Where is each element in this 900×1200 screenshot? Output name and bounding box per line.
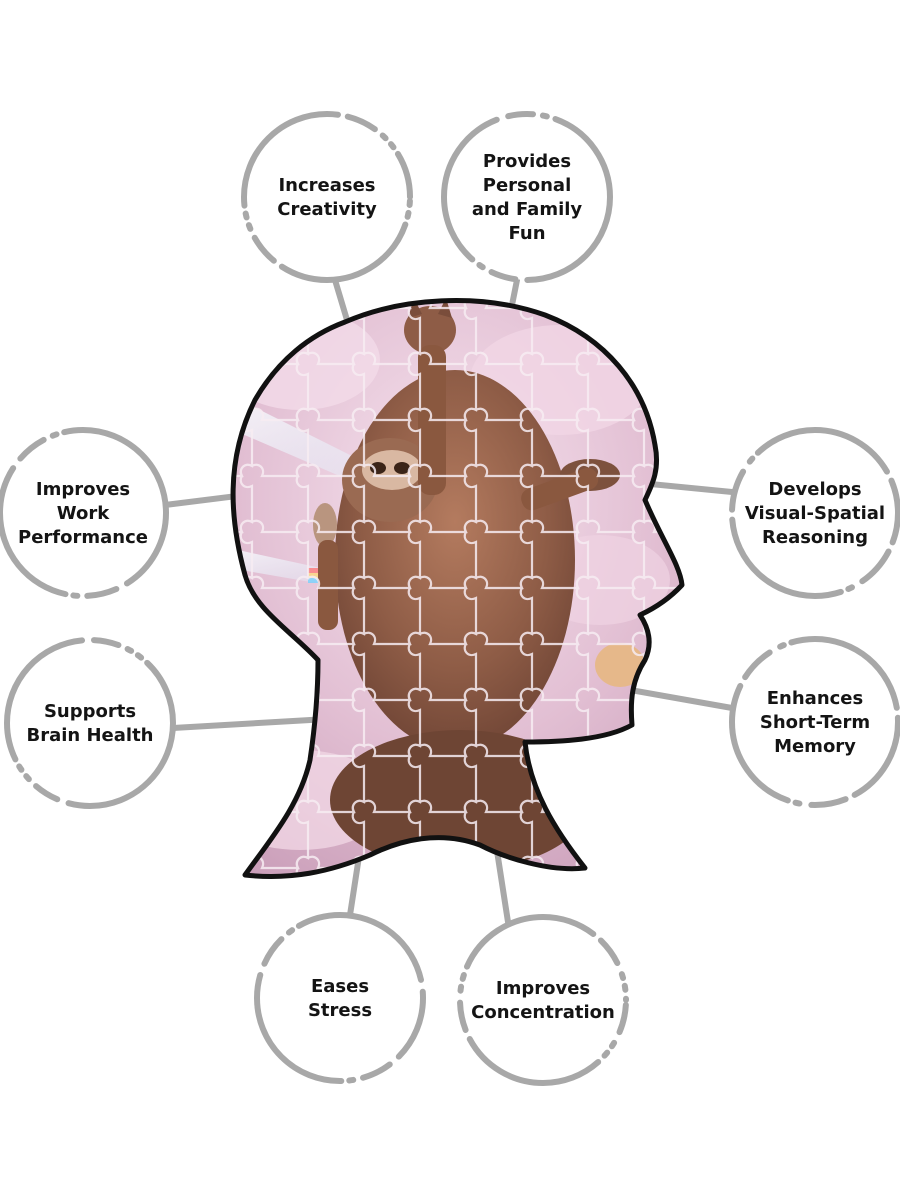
benefit-label-line: and Family <box>472 199 583 220</box>
benefit-label-line: Brain Health <box>26 725 153 746</box>
benefit-label-line: Improves <box>36 479 130 500</box>
benefit-label-line: Increases <box>278 175 375 196</box>
benefit-label-line: Fun <box>508 223 545 244</box>
node-background <box>444 114 610 280</box>
benefit-label-line: Supports <box>44 701 136 722</box>
dashed-ring <box>441 111 613 283</box>
benefit-label-line: Personal <box>483 175 572 196</box>
node-background <box>244 114 410 280</box>
node-background <box>257 915 423 1081</box>
node-background <box>0 430 166 596</box>
benefit-label-line: Eases <box>311 976 369 997</box>
node-background <box>460 917 626 1083</box>
benefit-label-line: Short-Term <box>760 712 870 733</box>
benefit-label-line: Concentration <box>471 1002 615 1023</box>
benefit-label-line: Improves <box>496 978 590 999</box>
benefit-label-line: Provides <box>483 151 571 172</box>
dashed-ring <box>729 636 900 808</box>
benefit-label-line: Performance <box>18 527 148 548</box>
dashed-ring <box>0 427 169 599</box>
dashed-ring <box>729 427 900 599</box>
dashed-ring <box>254 912 426 1084</box>
connector-lines <box>162 277 735 925</box>
head-puzzle-image <box>230 298 685 879</box>
benefit-label-line: Creativity <box>277 199 377 220</box>
node-background <box>732 430 898 596</box>
benefit-label-line: Enhances <box>767 688 863 709</box>
benefit-label-line: Visual-Spatial <box>745 503 885 524</box>
dashed-ring <box>457 914 629 1086</box>
dashed-ring <box>4 637 176 809</box>
node-background <box>732 639 898 805</box>
benefit-label-line: Reasoning <box>762 527 868 548</box>
node-background <box>7 640 173 806</box>
benefit-label-line: Work <box>57 503 110 524</box>
benefit-label-line: Develops <box>768 479 861 500</box>
benefit-label-line: Memory <box>774 736 856 757</box>
dashed-ring <box>241 111 413 283</box>
benefit-label-line: Stress <box>308 1000 372 1021</box>
